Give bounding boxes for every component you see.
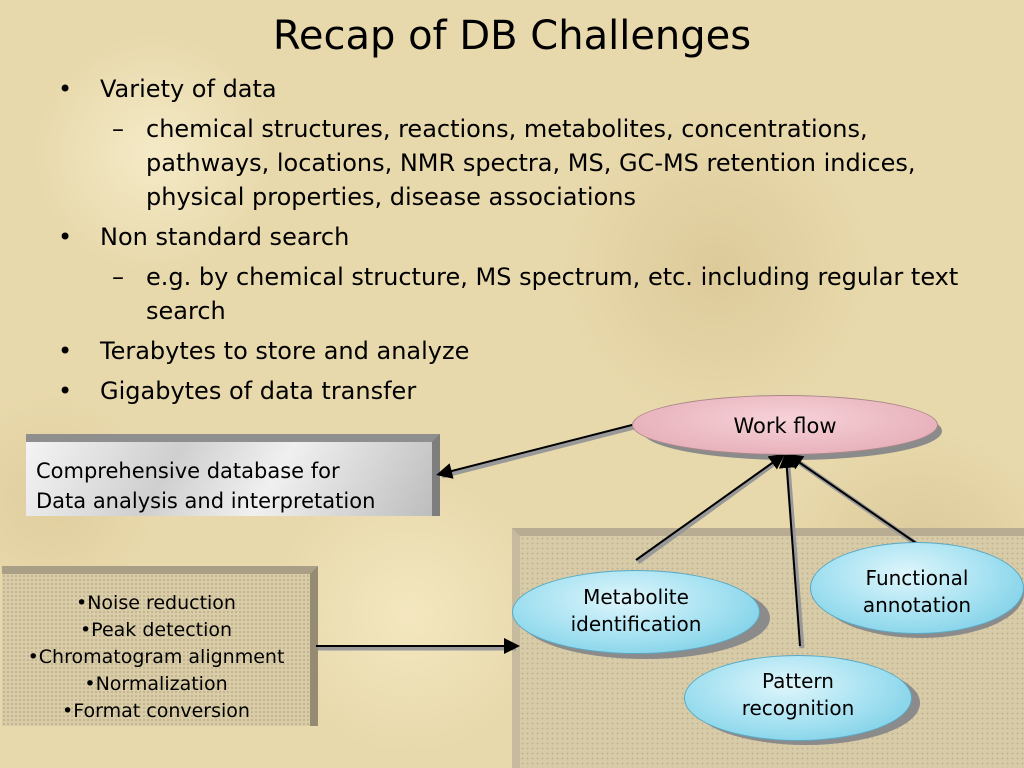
sub-bullet-text: chemical structures, reactions, metaboli… <box>146 115 916 211</box>
metabolite-identification-ellipse: Metabolite identification <box>512 570 760 654</box>
bullet-mark: • <box>58 337 73 365</box>
dash-mark: – <box>112 263 124 291</box>
functional-line1: Functional <box>865 566 969 590</box>
sub-bullet-search-examples: – e.g. by chemical structure, MS spectru… <box>58 260 978 328</box>
arrow-workflow-to-database <box>436 423 637 479</box>
bullet-text: Gigabytes of data transfer <box>100 377 417 405</box>
pattern-line2: recognition <box>741 696 855 720</box>
processing-item: •Chromatogram alignment <box>27 646 285 668</box>
arrow-metabolite-to-workflow <box>635 453 786 561</box>
arrow-pattern-to-workflow <box>778 452 801 647</box>
functional-annotation-ellipse: Functional annotation <box>810 542 1024 634</box>
database-box: Comprehensive database for Data analysis… <box>26 434 440 516</box>
processing-item: •Noise reduction <box>76 592 236 614</box>
processing-item: •Normalization <box>84 673 228 695</box>
bullet-text: Non standard search <box>100 223 350 251</box>
dash-mark: – <box>112 115 124 143</box>
bullet-variety: • Variety of data <box>58 72 978 106</box>
processing-item: •Peak detection <box>79 619 233 641</box>
bullet-mark: • <box>58 377 73 405</box>
bullet-mark: • <box>58 75 73 103</box>
arrow-functional-to-workflow <box>786 453 917 544</box>
sub-bullet-text: e.g. by chemical structure, MS spectrum,… <box>146 263 959 325</box>
bullet-terabytes: • Terabytes to store and analyze <box>58 334 978 368</box>
database-box-line2: Data analysis and interpretation <box>36 489 376 513</box>
functional-line2: annotation <box>862 593 972 617</box>
sub-bullet-data-types: – chemical structures, reactions, metabo… <box>58 112 978 214</box>
metabolite-line2: identification <box>570 612 702 636</box>
bullet-list: • Variety of data – chemical structures,… <box>58 72 978 414</box>
processing-item: •Format conversion <box>62 700 250 722</box>
metabolite-line1: Metabolite <box>583 585 689 609</box>
bullet-text: Terabytes to store and analyze <box>100 337 470 365</box>
workflow-ellipse: Work flow <box>632 395 938 455</box>
workflow-label: Work flow <box>733 414 837 438</box>
database-box-line1: Comprehensive database for <box>36 459 340 483</box>
slide-title: Recap of DB Challenges <box>272 13 752 59</box>
bullet-mark: • <box>58 223 73 251</box>
bullet-gigabytes: • Gigabytes of data transfer <box>58 374 978 408</box>
bullet-search: • Non standard search <box>58 220 978 254</box>
bullet-text: Variety of data <box>100 75 277 103</box>
pattern-recognition-ellipse: Pattern recognition <box>684 655 912 741</box>
pattern-line1: Pattern <box>762 669 834 693</box>
processing-box: •Noise reduction •Peak detection •Chroma… <box>2 566 318 726</box>
